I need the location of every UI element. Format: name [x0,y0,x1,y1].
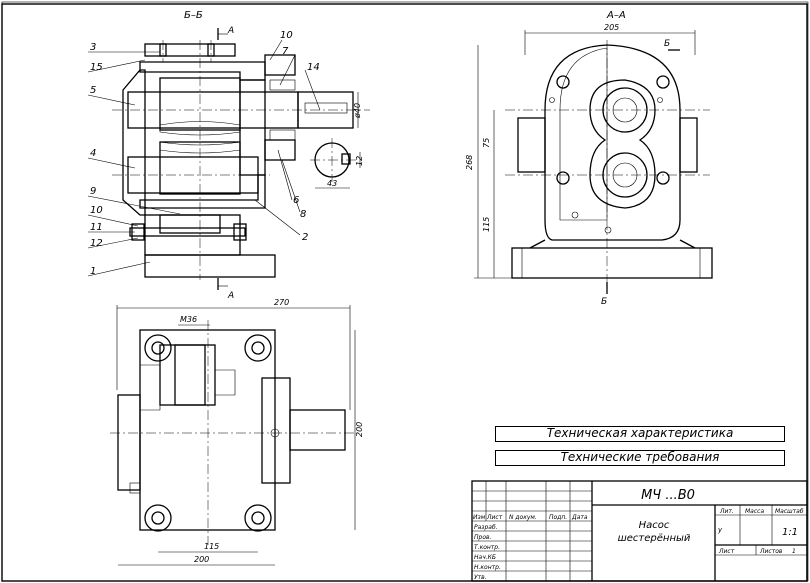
sheets-count: 1 [792,548,796,555]
role-tech-control: Т.контр. [474,544,500,551]
section-bb-view: Б–Б А А [87,10,370,301]
role-developer: Разраб. [474,524,498,531]
section-aa-view: А–А Б Б 205 [465,10,713,307]
dim-aa-lower: 115 [482,217,491,232]
title-block: Изм Лист N докум. Подп. Дата Разраб. Про… [471,480,808,582]
callout-4: 4 [90,148,96,159]
cut-b-top: Б [664,39,670,49]
rev-doc: N докум. [509,514,537,521]
section-bb-title: Б–Б [184,10,203,21]
callout-5: 5 [90,85,96,96]
tech-requirements-panel: Технические требования [495,450,785,466]
callout-15: 15 [90,62,103,73]
dim-plan-inner: 115 [204,542,219,551]
header-scale: Масштаб [775,508,804,515]
plan-view: 270 M36 200 115 200 [110,298,364,566]
callout-10-left: 10 [90,205,103,216]
callout-8: 8 [300,209,306,220]
lit-marker: у [717,526,723,534]
dim-shaft-dia: ø40 [353,103,362,119]
dim-key-depth: 43 [327,179,337,188]
callout-3: 3 [90,42,96,53]
callout-12: 12 [90,238,103,249]
dim-key-width: 12 [355,156,364,166]
inner-frame [1,3,808,582]
callout-11: 11 [90,222,103,233]
role-approved: Утв. [474,574,487,581]
callout-2: 2 [302,232,308,243]
callout-14: 14 [307,62,320,73]
sheets-label: Листов [759,548,783,555]
dim-plan-base: 200 [194,555,209,564]
tech-requirements-label: Технические требования [560,450,720,464]
callout-9: 9 [90,186,96,197]
role-norm-control: Н.контр. [474,564,501,571]
role-checker: Пров. [474,534,492,541]
rev-date: Дата [571,514,588,521]
header-lit: Лит. [719,508,734,515]
sheet-label: Лист [718,548,735,555]
header-mass: Масса [745,508,764,515]
designation: МЧ ...В0 [641,488,695,503]
cut-a-bottom: А [227,291,234,301]
dim-aa-height: 268 [465,155,474,170]
tech-characteristics-label: Техническая характеристика [546,426,734,440]
tech-characteristics-panel: Техническая характеристика [495,426,785,442]
cut-b-bottom: Б [601,297,607,307]
dim-plan-width: 270 [274,298,289,307]
cut-a-top: А [227,26,234,36]
role-head: Нач.КБ [474,554,496,561]
section-aa-title: А–А [606,10,626,21]
dim-aa-upper: 75 [482,138,491,148]
callout-10-right: 10 [280,30,293,41]
rev-sign: Подп. [549,514,567,521]
rev-list: Лист [486,514,503,521]
dim-thread: M36 [180,315,197,324]
dim-plan-height: 200 [355,422,364,437]
dim-aa-width: 205 [604,23,619,32]
rev-izm: Изм [473,514,486,521]
callout-7: 7 [282,46,289,57]
callout-6: 6 [293,195,299,206]
callout-1: 1 [90,266,96,277]
scale-value: 1:1 [782,527,798,538]
